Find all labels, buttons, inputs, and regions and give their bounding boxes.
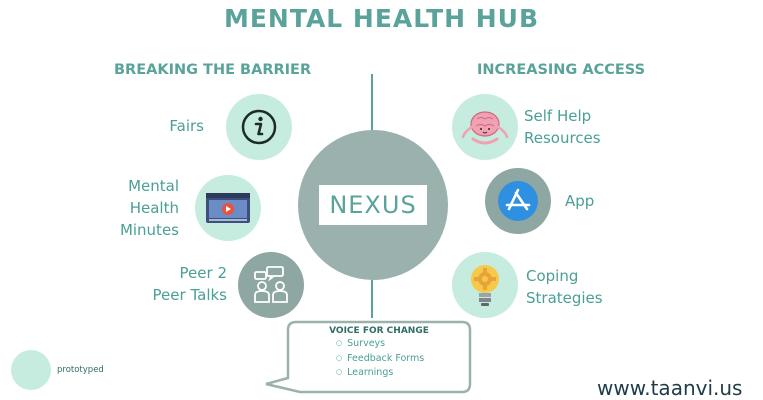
callout-item: Surveys (336, 337, 470, 352)
callout-item: Feedback Forms (336, 352, 470, 367)
label-line: Self Help (524, 107, 592, 125)
right-item-label-coping: Coping Strategies (526, 265, 603, 309)
prototyped-label: prototyped (57, 365, 104, 375)
label-line: Resources (524, 129, 601, 147)
label-line: Peer 2 (179, 264, 227, 282)
self-help-icon-circle (452, 94, 518, 160)
app-store-icon (498, 181, 538, 221)
label-line: Peer Talks (152, 286, 227, 304)
label-line: Strategies (526, 289, 603, 307)
peer-talks-icon-circle (238, 252, 304, 318)
prototyped-badge-circle (11, 350, 51, 390)
callout-list: Surveys Feedback Forms Learnings (336, 337, 470, 381)
mental-health-minutes-icon-circle (195, 175, 261, 241)
left-section-heading: BREAKING THE BARRIER (114, 62, 312, 78)
app-icon-circle (485, 168, 551, 234)
label-line: Mental (128, 177, 179, 195)
nexus-hub: NEXUS (298, 130, 448, 280)
fairs-icon-circle (226, 94, 292, 160)
label-line: Coping (526, 267, 579, 285)
label-line: App (565, 192, 595, 210)
info-icon (241, 109, 277, 145)
right-item-label-app: App (565, 190, 594, 212)
callout-title: VOICE FOR CHANGE (329, 326, 429, 336)
label-line: Health (129, 199, 179, 217)
right-item-label-self-help: Self Help Resources (524, 105, 601, 149)
voice-for-change-callout: VOICE FOR CHANGE Surveys Feedback Forms … (288, 326, 470, 381)
nexus-label: NEXUS (319, 185, 427, 225)
meditating-brain-icon (461, 111, 509, 145)
label-line: Minutes (119, 221, 179, 239)
left-item-label-peer-talks: Peer 2 Peer Talks (153, 262, 227, 306)
left-item-label-mental-health-minutes: Mental Health Minutes (120, 175, 179, 241)
coping-strategies-icon-circle (452, 252, 518, 318)
footer-url[interactable]: www.taanvi.us (597, 376, 743, 400)
label-line: Fairs (169, 117, 204, 135)
video-player-icon (206, 193, 250, 223)
right-section-heading: INCREASING ACCESS (477, 62, 646, 78)
page-title: MENTAL HEALTH HUB (223, 4, 540, 33)
people-chat-icon (254, 266, 288, 303)
callout-item: Learnings (336, 366, 470, 381)
left-item-label-fairs: Fairs (169, 115, 204, 137)
lightbulb-gear-icon (471, 265, 499, 306)
